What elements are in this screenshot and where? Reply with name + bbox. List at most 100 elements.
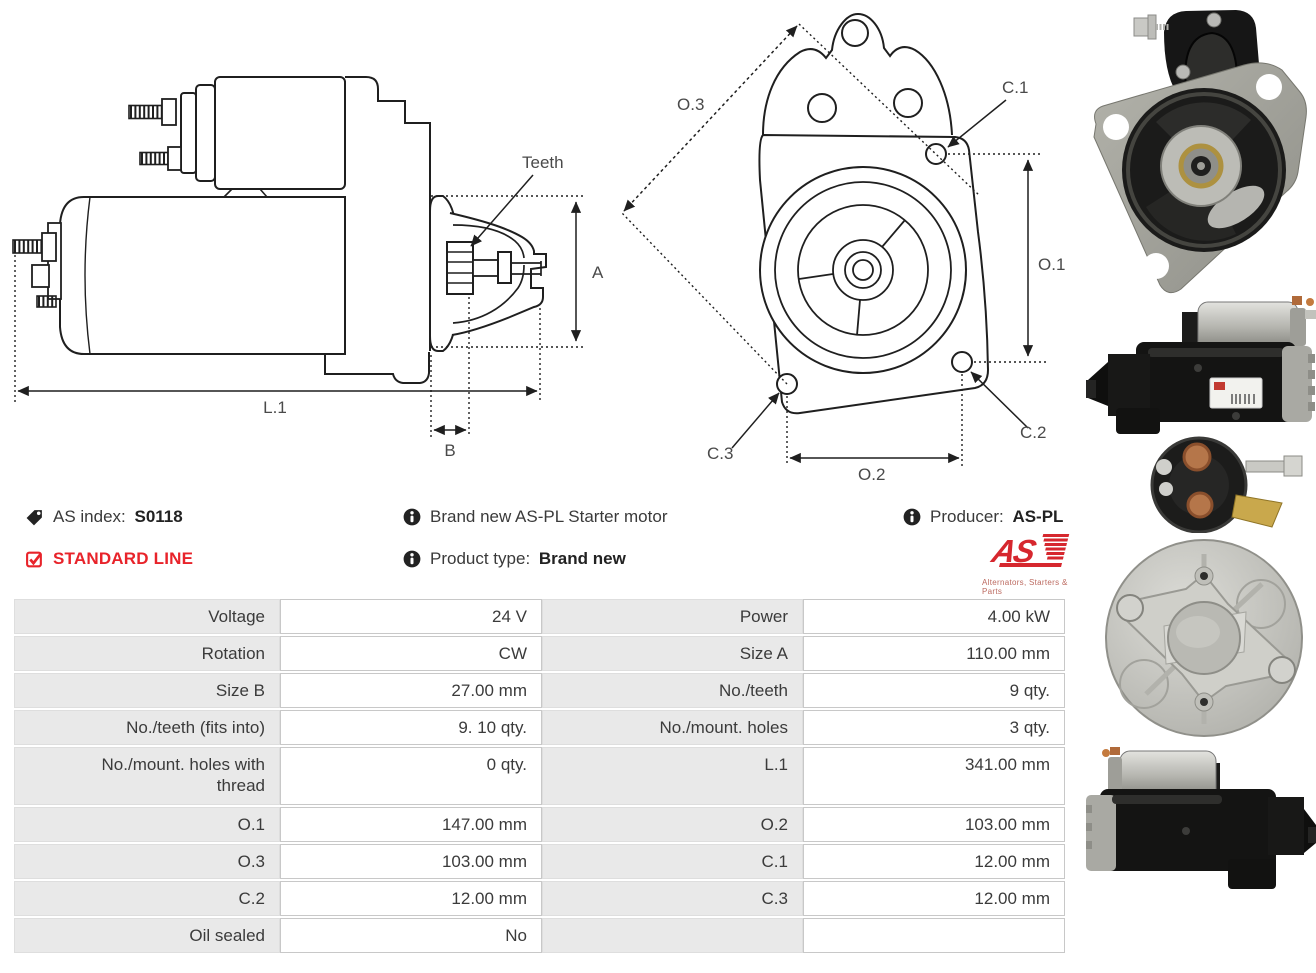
spec-value: 27.00 mm: [451, 681, 527, 700]
spec-value: 12.00 mm: [974, 889, 1050, 908]
spec-label: C.1: [761, 852, 788, 871]
table-row: No./mount. holes with thread 0 qty. L.1 …: [14, 747, 1065, 805]
spec-value-cell: 27.00 mm: [280, 673, 542, 708]
dim-label-b: B: [444, 441, 455, 460]
spec-table: Voltage 24 V Power 4.00 kW Rotation CW S…: [14, 599, 1065, 953]
product-type-value: Brand new: [538, 549, 626, 568]
spec-value-cell: 0 qty.: [280, 747, 542, 805]
spec-value: 110.00 mm: [966, 644, 1050, 663]
spec-value-cell: CW: [280, 636, 542, 671]
spec-value-cell: 9. 10 qty.: [280, 710, 542, 745]
starter-front-flange-photo[interactable]: [1086, 2, 1316, 299]
spec-label: No./teeth: [719, 681, 788, 700]
starter-front-flange-image: [1093, 10, 1307, 294]
spec-value: 341.00 mm: [964, 755, 1050, 774]
starter-side-view-drive-right-photo[interactable]: [1086, 747, 1316, 897]
info-icon: [903, 508, 921, 526]
spec-value: 9 qty.: [1009, 681, 1050, 700]
spec-label: Size B: [215, 681, 265, 700]
as-index-label: AS index:: [53, 507, 126, 526]
spec-value: 103.00 mm: [441, 852, 527, 871]
spec-label-cell: Size B: [14, 673, 280, 708]
spec-label-cell: No./teeth (fits into): [14, 710, 280, 745]
table-row: Voltage 24 V Power 4.00 kW: [14, 599, 1065, 634]
spec-value: 12.00 mm: [974, 852, 1050, 871]
spec-label-cell: L.1: [542, 747, 803, 805]
spec-value-cell: 147.00 mm: [280, 807, 542, 842]
producer-label: Producer:: [930, 507, 1004, 526]
spec-label-cell: No./mount. holes with thread: [14, 747, 280, 805]
spec-value: CW: [498, 644, 527, 663]
as-pl-logo-mark: AS: [988, 533, 1070, 569]
spec-label: Rotation: [201, 644, 265, 663]
spec-value: 103.00 mm: [964, 815, 1050, 834]
dim-label-c1: C.1: [1002, 78, 1028, 97]
producer-row: Producer: AS-PL: [903, 507, 1063, 527]
dim-label-o1: O.1: [1038, 255, 1065, 274]
table-row: O.3 103.00 mm C.1 12.00 mm: [14, 844, 1065, 879]
spec-label-cell: Rotation: [14, 636, 280, 671]
spec-label-cell: C.2: [14, 881, 280, 916]
spec-label-cell: O.3: [14, 844, 280, 879]
as-index-row: AS index: S0118: [25, 507, 183, 527]
spec-value: 3 qty.: [1009, 718, 1050, 737]
spec-value: 4.00 kW: [987, 607, 1050, 626]
dim-label-o3: O.3: [677, 95, 704, 114]
spec-value: 0 qty.: [486, 755, 527, 774]
spec-label-cell: [542, 918, 803, 953]
spec-label-cell: O.2: [542, 807, 803, 842]
info-icon: [403, 508, 421, 526]
producer-value: AS-PL: [1012, 507, 1064, 526]
spec-label: O.3: [237, 852, 265, 871]
spec-value-cell: 110.00 mm: [803, 636, 1065, 671]
dim-label-o2: O.2: [858, 465, 885, 484]
spec-label-cell: Oil sealed: [14, 918, 280, 953]
spec-value-cell: 9 qty.: [803, 673, 1065, 708]
table-row: No./teeth (fits into) 9. 10 qty. No./mou…: [14, 710, 1065, 745]
as-pl-logo: AS Alternators, Starters & Parts: [982, 531, 1078, 596]
table-row: Size B 27.00 mm No./teeth 9 qty.: [14, 673, 1065, 708]
starter-side-left-image: [1086, 296, 1316, 434]
spec-label-cell: Voltage: [14, 599, 280, 634]
spec-label: O.2: [760, 815, 788, 834]
spec-value-cell: No: [280, 918, 542, 953]
spec-label-cell: Power: [542, 599, 803, 634]
starter-side-right-image: [1086, 747, 1316, 889]
table-row: C.2 12.00 mm C.3 12.00 mm: [14, 881, 1065, 916]
table-row: Oil sealed No: [14, 918, 1065, 953]
spec-value: 12.00 mm: [451, 889, 527, 908]
dim-label-c3: C.3: [707, 444, 733, 463]
tag-icon: [26, 509, 42, 525]
table-row: O.1 147.00 mm O.2 103.00 mm: [14, 807, 1065, 842]
spec-label: Oil sealed: [189, 926, 265, 945]
dim-label-teeth: Teeth: [522, 153, 564, 172]
spec-label-cell: C.3: [542, 881, 803, 916]
starter-end-plate-photo[interactable]: [1086, 534, 1316, 751]
spec-label: O.1: [237, 815, 265, 834]
spec-value-cell: 12.00 mm: [803, 844, 1065, 879]
spec-label-cell: No./teeth: [542, 673, 803, 708]
dim-label-c2: C.2: [1020, 423, 1046, 442]
spec-value: 9. 10 qty.: [458, 718, 527, 737]
logo-tagline: Alternators, Starters & Parts: [982, 578, 1068, 596]
spec-label: No./mount. holes: [659, 718, 788, 737]
checkbox-checked-icon: [26, 551, 42, 567]
spec-value-cell: 4.00 kW: [803, 599, 1065, 634]
spec-label: C.2: [238, 889, 265, 908]
starter-solenoid-end-image: [1150, 436, 1303, 534]
spec-value-cell: 12.00 mm: [280, 881, 542, 916]
spec-value-cell: 103.00 mm: [803, 807, 1065, 842]
starter-solenoid-end-photo[interactable]: [1086, 433, 1316, 538]
front-view-technical-drawing: O.3 C.1 O.1 O.2 C.2 C.3: [621, 12, 1065, 484]
spec-label: No./teeth (fits into): [126, 718, 265, 737]
spec-value-cell: 341.00 mm: [803, 747, 1065, 805]
product-type-row: Product type: Brand new: [403, 549, 626, 569]
spec-label: L.1: [764, 755, 788, 774]
spec-value-cell: 103.00 mm: [280, 844, 542, 879]
spec-label-cell: No./mount. holes: [542, 710, 803, 745]
starter-side-view-drive-left-photo[interactable]: [1086, 296, 1316, 441]
spec-label: C.3: [761, 889, 788, 908]
starter-end-plate-image: [1105, 539, 1303, 737]
brand-new-row: Brand new AS-PL Starter motor: [403, 507, 667, 527]
